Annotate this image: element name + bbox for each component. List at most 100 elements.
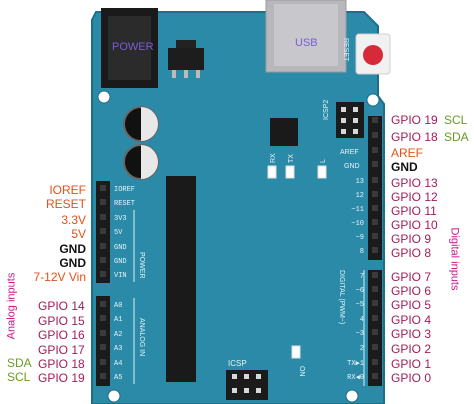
l-led [317, 165, 327, 179]
icsp2-label: ICSP2 [323, 100, 330, 120]
gnd-board-label: GND [344, 163, 360, 170]
usb-chip [270, 118, 298, 146]
digital-pin-board-label: TX▶1 [347, 360, 364, 368]
power-jack-label: POWER [112, 41, 154, 53]
digital-pin-board-label: ~11 [351, 206, 364, 214]
aref-board-label: AREF [340, 149, 359, 156]
analog-pin-board-label: A4 [114, 360, 122, 368]
digital-pin-board-label: ~5 [356, 301, 364, 309]
header-pin [372, 315, 378, 321]
header-pin [100, 199, 106, 205]
mounting-hole [97, 90, 111, 104]
board-body [91, 11, 385, 404]
digital-pin-board-label: ~6 [356, 287, 364, 295]
analog-pin-board-label: A3 [114, 345, 122, 353]
right-pin-label: GPIO 0 [391, 371, 432, 385]
analog-gpio-label: GPIO 17 [38, 343, 85, 357]
header-pin [100, 330, 106, 336]
regulator-leg [184, 70, 188, 78]
tx-led [285, 165, 295, 179]
power-pin-board-label: 3V3 [114, 215, 127, 223]
digital-pin-board-label: ~9 [356, 234, 364, 242]
right-pin-label: GPIO 11 [391, 204, 437, 218]
header-pin [100, 185, 106, 191]
header-pin [372, 286, 378, 292]
voltage-regulator [168, 48, 204, 70]
right-pin-label: GPIO 4 [391, 313, 432, 327]
digital-pwm-label: DIGITAL (PWM~) [338, 270, 345, 324]
header-pin [372, 247, 378, 253]
right-pin-label: GPIO 19 [391, 113, 438, 127]
power-pin-board-label: GND [114, 244, 127, 252]
reset-button [363, 45, 383, 65]
icsp-label: ICSP [228, 359, 247, 368]
header-pin [372, 344, 378, 350]
regulator-leg [196, 70, 200, 78]
header-pin [372, 373, 378, 379]
digital-pin-board-label: 7 [360, 273, 364, 281]
analog-header [96, 296, 110, 386]
digital-header-lower [368, 270, 382, 386]
digital-pin-board-label: 13 [356, 178, 364, 186]
header-pin [100, 243, 106, 249]
analog-pin-board-label: A2 [114, 331, 122, 339]
digital-pin-board-label: ~3 [356, 330, 364, 338]
left-pin-label: 7-12V Vin [33, 270, 86, 284]
mounting-hole [345, 389, 359, 403]
regulator-leg [172, 70, 176, 78]
header-pin [372, 233, 378, 239]
analog-gpio-label: GPIO 15 [38, 314, 85, 328]
header-pin [372, 219, 378, 225]
rx-label: RX [270, 153, 277, 163]
header-pin [100, 228, 106, 234]
analog-pin-board-label: A5 [114, 374, 122, 382]
right-pin-label: GPIO 7 [391, 270, 432, 284]
icsp2-header [336, 102, 364, 138]
right-pin-label: GPIO 12 [391, 190, 438, 204]
icsp-pins [232, 374, 261, 393]
right-pin-label: GPIO 9 [391, 232, 432, 246]
right-pin-label: GPIO 6 [391, 284, 432, 298]
voltage-regulator-tab [176, 40, 196, 48]
header-pin [372, 329, 378, 335]
reset-board-label: RESET [342, 38, 349, 62]
right-pin-label: GPIO 3 [391, 327, 432, 341]
left-pin-label: GND [59, 256, 86, 270]
right-pin-label: GPIO 5 [391, 298, 432, 312]
left-pin-label: GND [59, 242, 86, 256]
analog-gpio-label: GPIO 19 [38, 371, 85, 385]
header-pin [372, 272, 378, 278]
digital-pin-board-label: 4 [360, 316, 364, 324]
analog-scl-label: SCL [7, 370, 31, 384]
tx-label: TX [288, 154, 295, 163]
analog-in-label: ANALOG IN [138, 318, 145, 356]
header-pin [372, 117, 378, 123]
icsp2-pins [341, 107, 358, 134]
power-pin-board-label: VIN [114, 272, 127, 280]
power-pin-board-label: GND [114, 258, 127, 266]
header-pin [372, 147, 378, 153]
on-led [291, 345, 301, 359]
right-pin-label: AREF [391, 146, 424, 160]
analog-sda-label: SDA [7, 356, 32, 370]
header-pin [372, 132, 378, 138]
right-pin-label: GPIO 10 [391, 218, 438, 232]
right-pin-label: GPIO 2 [391, 342, 432, 356]
header-pin-dots [100, 117, 378, 379]
header-pin [100, 271, 106, 277]
right-pin-label: GND [391, 160, 418, 174]
header-pin [100, 359, 106, 365]
power-pin-board-label: RESET [114, 200, 135, 208]
left-pin-label: RESET [45, 197, 86, 211]
header-pin [372, 161, 378, 167]
right-pin-label: GPIO 8 [391, 246, 432, 260]
on-label: ON [298, 366, 305, 377]
header-pin [100, 315, 106, 321]
left-pin-label: 3.3V [61, 213, 86, 227]
l-label: L [320, 159, 327, 163]
left-pin-label: IOREF [49, 183, 86, 197]
right-pin-label: GPIO 13 [391, 176, 438, 190]
right-sda-label: SDA [444, 130, 469, 144]
